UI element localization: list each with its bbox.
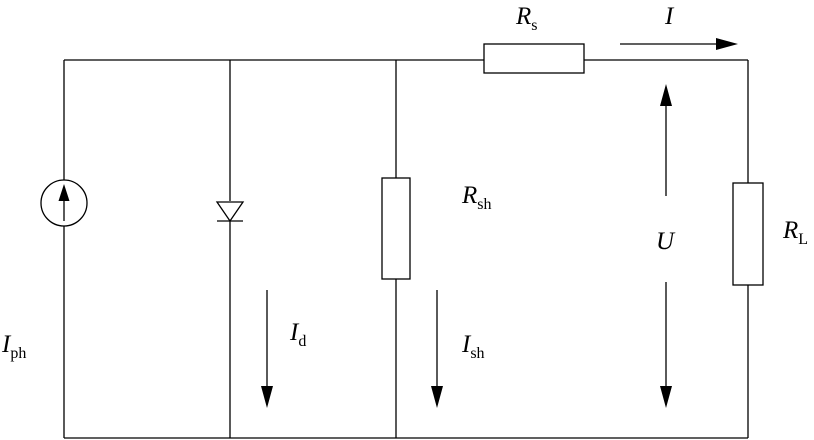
arrow-ish-head xyxy=(431,386,443,408)
label-iph-sub: ph xyxy=(10,345,26,362)
current-source-arrow-head xyxy=(58,184,70,201)
label-rl-sub: L xyxy=(798,231,808,248)
arrow-u-up-head xyxy=(660,84,672,106)
label-id: Id xyxy=(289,319,306,350)
label-rs-sub: s xyxy=(531,17,537,34)
arrow-id xyxy=(261,290,273,408)
label-id-sub: d xyxy=(298,333,306,350)
label-id-main: I xyxy=(289,319,300,346)
arrow-u-down-head xyxy=(660,386,672,408)
label-rs-main: R xyxy=(515,3,531,30)
diode xyxy=(215,201,245,223)
current-source xyxy=(40,179,88,227)
label-i: I xyxy=(664,3,675,30)
resistor-rl xyxy=(732,182,764,286)
arrow-i-head xyxy=(716,38,738,50)
label-rsh: Rsh xyxy=(461,182,492,213)
label-rsh-main: R xyxy=(461,182,477,209)
resistor-rsh xyxy=(381,177,411,280)
label-rs: Rs xyxy=(515,3,538,34)
diode-triangle xyxy=(215,201,245,223)
label-u: U xyxy=(656,228,676,255)
arrow-id-head xyxy=(261,386,273,408)
label-ish-main: I xyxy=(461,331,472,358)
resistor-rs xyxy=(483,43,585,74)
label-rl-main: R xyxy=(782,217,798,244)
label-iph: Iph xyxy=(1,331,26,362)
label-ish: Ish xyxy=(461,331,485,362)
arrow-ish xyxy=(431,290,443,408)
arrow-u-down xyxy=(660,282,672,408)
label-ish-sub: sh xyxy=(470,345,484,362)
label-rsh-sub: sh xyxy=(477,196,491,213)
arrow-i xyxy=(620,38,738,50)
label-iph-main: I xyxy=(1,331,12,358)
wires xyxy=(63,59,749,439)
label-rl: RL xyxy=(782,217,808,248)
arrow-u-up xyxy=(660,84,672,196)
